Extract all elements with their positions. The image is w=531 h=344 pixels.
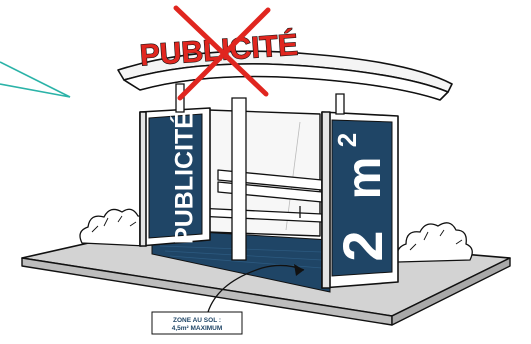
left-panel-text: PUBLICITÉ (170, 112, 199, 244)
bush-icon (79, 208, 147, 247)
right-panel-exponent: 2 (332, 133, 362, 147)
central-post (231, 97, 247, 261)
arrow-icon (207, 264, 305, 313)
right-advertising-panel: 2 m 2 (331, 119, 394, 277)
left-advertising-panel: PUBLICITÉ (148, 112, 203, 244)
floor-zone-line1: ZONE AU SOL : (173, 317, 221, 324)
right-panel-value: 2 (331, 230, 394, 261)
bush-icon (396, 222, 473, 263)
floor-zone-caption: ZONE AU SOL : 4,5m² MAXIMUM (151, 311, 243, 335)
floor-zone-line2: 4,5m² MAXIMUM (172, 325, 223, 332)
cross-out-icon (173, 5, 271, 101)
callout-lines (0, 61, 71, 98)
right-panel-unit: m (338, 157, 391, 200)
roof-supports (175, 83, 345, 115)
